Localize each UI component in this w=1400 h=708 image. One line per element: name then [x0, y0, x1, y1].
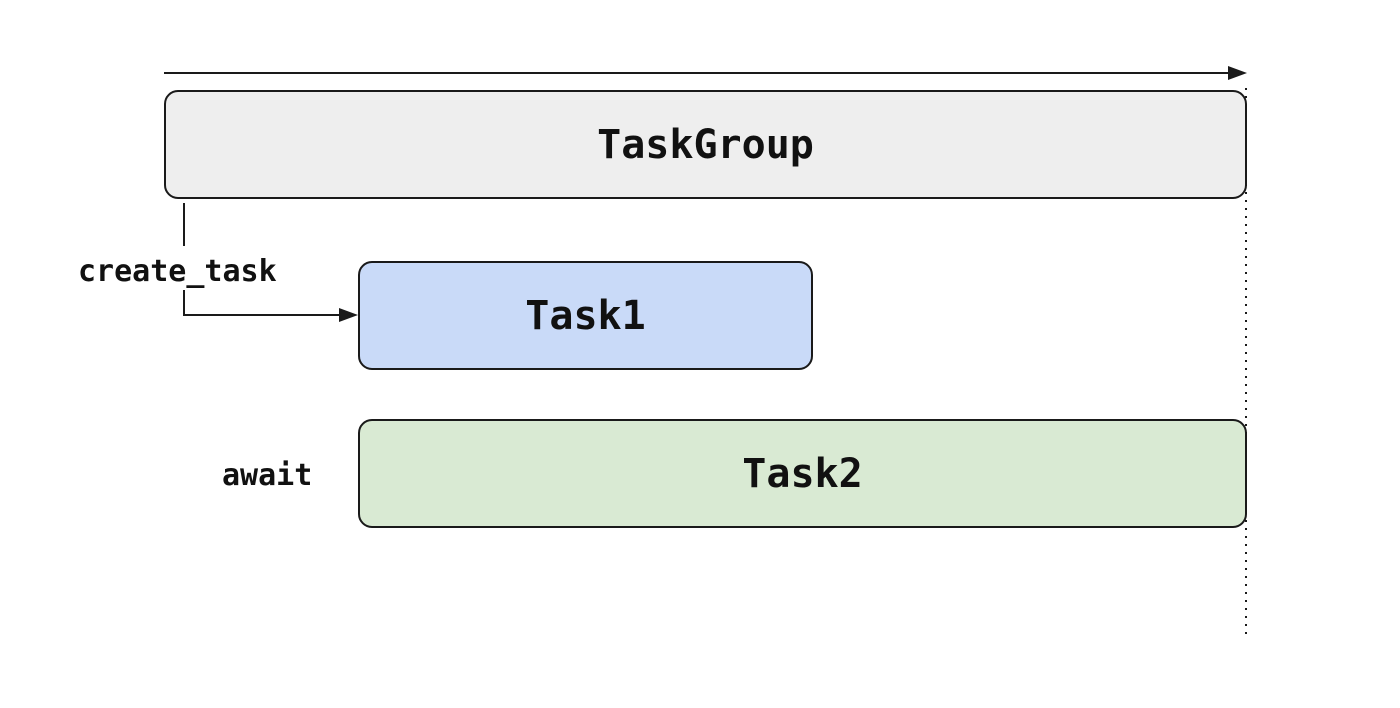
task2-label: Task2: [742, 450, 863, 497]
await-label: await: [222, 458, 313, 493]
taskgroup-label: TaskGroup: [597, 121, 814, 168]
create-task-arrowhead: [339, 308, 358, 322]
create-task-connector: [183, 203, 340, 316]
task1-box: Task1: [358, 261, 813, 370]
task1-label: Task1: [525, 292, 646, 339]
time-axis-arrowhead: [1228, 66, 1247, 80]
task2-box: Task2: [358, 419, 1247, 528]
taskgroup-box: TaskGroup: [164, 90, 1247, 199]
create-task-label: create_task: [78, 254, 277, 289]
